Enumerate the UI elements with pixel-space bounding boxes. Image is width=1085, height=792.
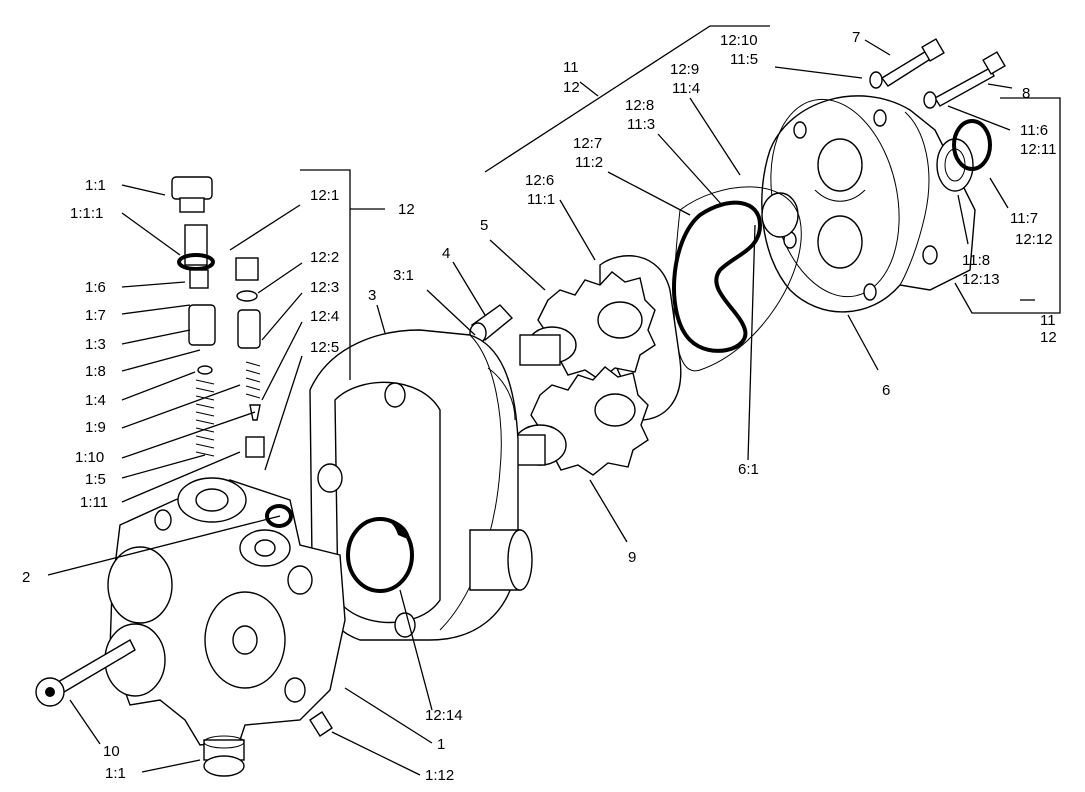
- label-1-3: 1:3: [85, 336, 106, 353]
- label-12-7: 12:7: [573, 135, 602, 152]
- label-7: 7: [852, 29, 860, 46]
- label-1-7: 1:7: [85, 307, 106, 324]
- label-12-14: 12:14: [425, 707, 463, 724]
- label-11-5: 11:5: [730, 51, 758, 68]
- label-1-9: 1:9: [85, 419, 106, 436]
- pump-housing-part-3: [309, 329, 533, 641]
- bottom-plug-part-1-1: [203, 735, 245, 777]
- label-5: 5: [480, 217, 488, 234]
- label-1-1-top: 1:1: [85, 177, 106, 194]
- label-1-6: 1:6: [85, 279, 106, 296]
- label-11-b: 11: [1040, 312, 1056, 329]
- o-ring-part-2: [265, 504, 293, 528]
- label-12-2: 12:2: [310, 249, 339, 266]
- label-1-11: 1:11: [80, 494, 108, 511]
- label-11-7: 11:7: [1010, 210, 1038, 227]
- label-1: 1: [437, 736, 445, 753]
- label-12-6: 12:6: [525, 172, 554, 189]
- label-12-top: 12: [398, 201, 415, 218]
- leader-lines: [47, 25, 1061, 776]
- label-12-1: 12:1: [310, 187, 339, 204]
- label-12-4: 12:4: [310, 308, 339, 325]
- screw-part-10: [35, 639, 136, 707]
- shaft-seal-part-11-7: [936, 119, 992, 192]
- label-12-12: 12:12: [1015, 231, 1053, 248]
- driven-gear-part-9: [504, 366, 649, 476]
- label-11-a: 11: [563, 59, 579, 76]
- label-12-b: 12: [1040, 329, 1057, 346]
- label-1-12: 1:12: [425, 767, 454, 784]
- label-12-3: 12:3: [310, 279, 339, 296]
- label-12-8: 12:8: [625, 97, 654, 114]
- label-11-6: 11:6: [1020, 122, 1048, 139]
- relief-valve-stack: [171, 176, 265, 458]
- label-9: 9: [628, 549, 636, 566]
- label-1-8: 1:8: [85, 363, 106, 380]
- screw-part-7: [869, 38, 945, 89]
- label-12-a: 12: [563, 79, 580, 96]
- label-3: 3: [368, 287, 376, 304]
- label-6-1: 6:1: [738, 461, 759, 478]
- label-12-9: 12:9: [670, 61, 699, 78]
- label-6: 6: [882, 382, 890, 399]
- label-11-3: 11:3: [627, 116, 655, 133]
- valve-block-part-1: [104, 477, 346, 746]
- label-11-2: 11:2: [575, 154, 603, 171]
- rear-cover-part-6: [761, 95, 976, 313]
- label-1-10: 1:10: [75, 449, 104, 466]
- label-1-1-bottom: 1:1: [105, 765, 126, 782]
- label-12-11: 12:11: [1020, 141, 1056, 158]
- label-11-8: 11:8: [962, 252, 990, 269]
- label-2: 2: [22, 569, 30, 586]
- seal-part-6-1: [672, 186, 802, 372]
- label-11-1: 11:1: [527, 191, 555, 208]
- screw-part-8: [923, 51, 1006, 109]
- label-1-5: 1:5: [85, 471, 106, 488]
- label-1-4: 1:4: [85, 392, 106, 409]
- drive-gear-part-5: [519, 271, 656, 381]
- set-screw-part-1-12: [309, 711, 333, 737]
- label-3-1: 3:1: [393, 267, 414, 284]
- label-12-10: 12:10: [720, 32, 758, 49]
- callout-labels: 1:1 1:1:1 1:6 1:7 1:3 1:8 1:4 1:9 1:10 1…: [22, 29, 1057, 784]
- label-11-4: 11:4: [672, 80, 700, 97]
- label-10: 10: [103, 743, 120, 760]
- label-1-1-1: 1:1:1: [70, 205, 103, 222]
- label-12-13: 12:13: [962, 271, 1000, 288]
- label-12-5: 12:5: [310, 339, 339, 356]
- label-4: 4: [442, 245, 450, 262]
- label-8: 8: [1022, 85, 1030, 102]
